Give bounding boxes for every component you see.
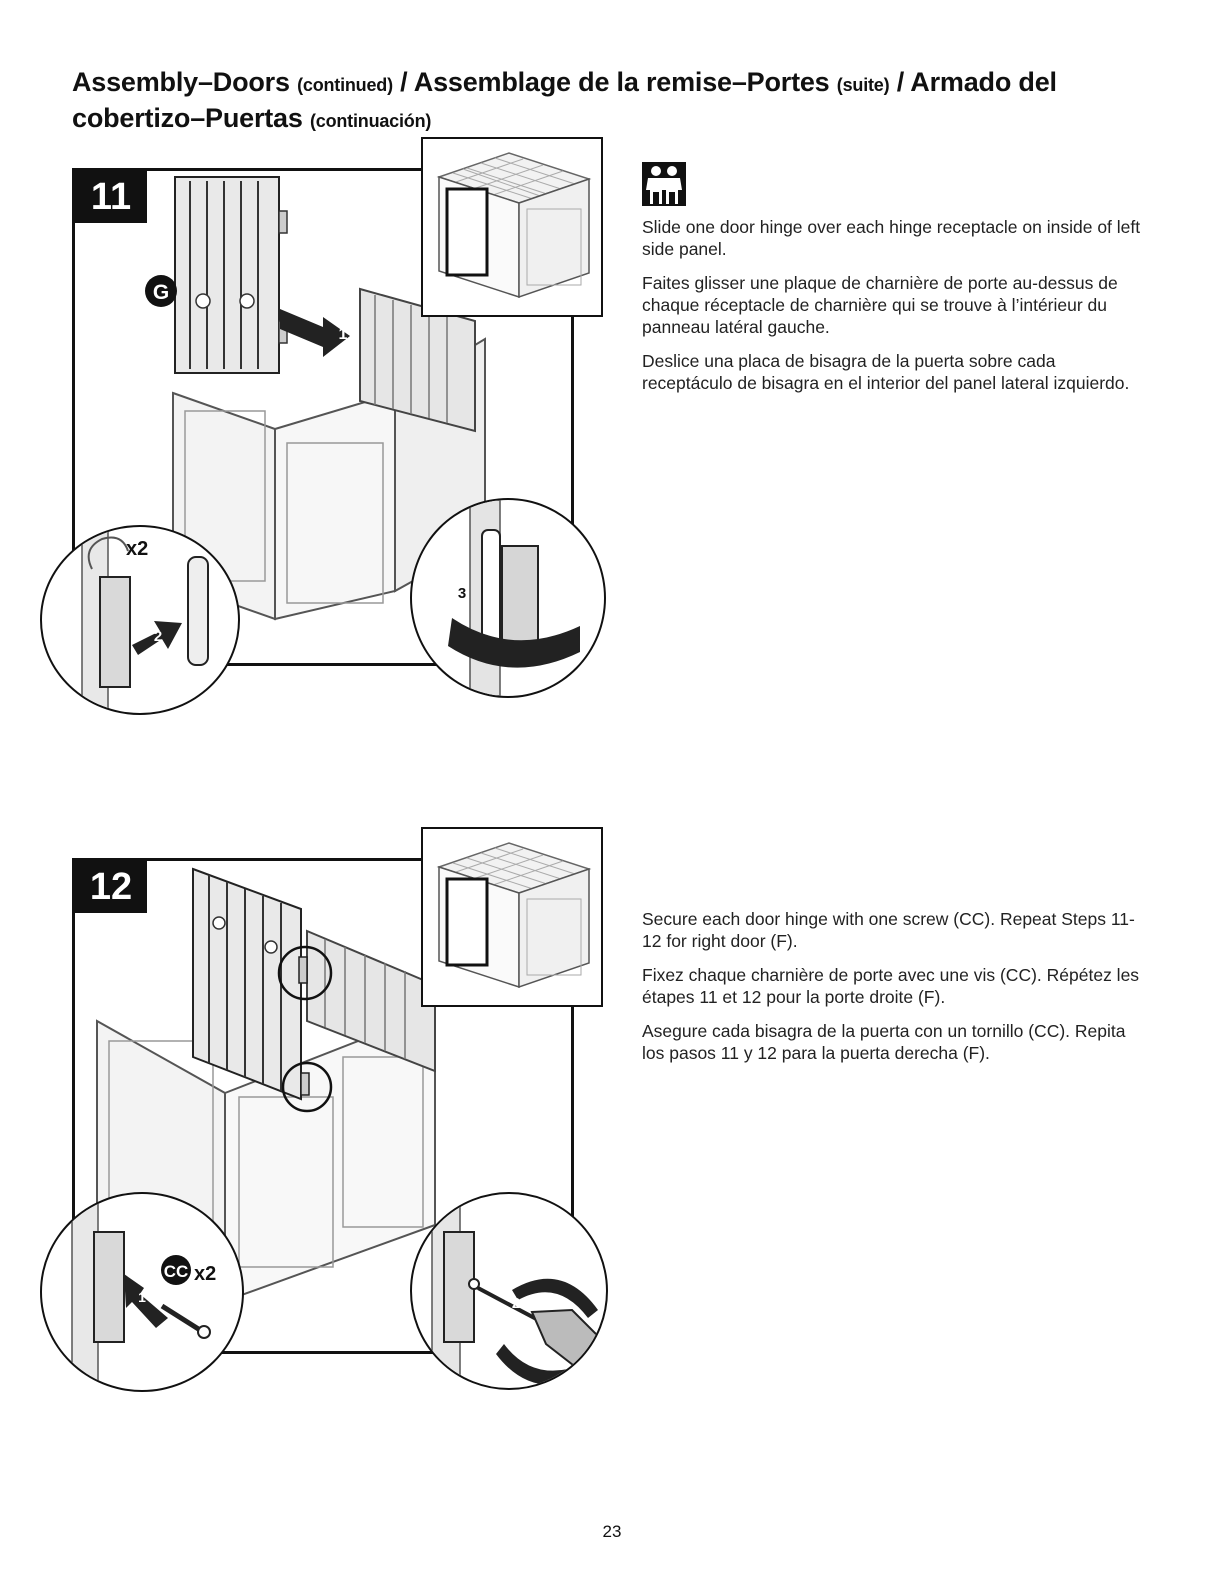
step-12-overview-inset	[421, 827, 603, 1007]
arrow-1-label: 1	[339, 326, 348, 343]
door-panel-step12	[192, 867, 302, 1101]
step-11-instructions: Slide one door hinge over each hinge rec…	[642, 216, 1142, 406]
step-11-detail-left: 2 x2	[40, 525, 240, 715]
step-11-x2-label: x2	[126, 538, 148, 560]
step-12-x2-label: x2	[194, 1263, 216, 1285]
title-es-sub: (continuación)	[309, 111, 432, 131]
step-12-text-es: Asegure cada bisagra de la puerta con un…	[642, 1021, 1126, 1063]
arrow-3-label: 3	[458, 585, 466, 602]
step-12-text-fr: Fixez chaque charnière de porte avec une…	[642, 965, 1140, 1007]
step-11-detail-right: 3	[410, 498, 606, 698]
two-person-icon	[642, 162, 686, 206]
step-12-text-en: Secure each door hinge with one screw (C…	[642, 909, 1135, 951]
step-11-text-fr: Faites glisser une plaque de charnière d…	[642, 273, 1118, 337]
step-11-overview-inset	[421, 137, 603, 317]
step-12-detail-right: 2	[410, 1192, 608, 1390]
step-11-text-en: Slide one door hinge over each hinge rec…	[642, 217, 1141, 259]
step-12-arrow-1-label: 1	[138, 1289, 146, 1305]
step-11-badge: 11	[75, 171, 147, 223]
step-12-detail-left: 1 CC x2	[40, 1192, 244, 1392]
page-number: 23	[602, 1522, 622, 1541]
arrow-2-label: 2	[154, 628, 162, 645]
part-cc-label: CC	[164, 1262, 189, 1281]
part-g-marker	[145, 275, 177, 307]
title-fr-sub: (suite)	[836, 75, 890, 95]
page-title: Assembly–Doors (continued) / Assemblage …	[72, 66, 1162, 138]
title-en: Assembly–Doors	[72, 67, 298, 97]
title-fr: / Assemblage de la remise–Portes	[392, 67, 837, 97]
part-cc-marker	[161, 1255, 191, 1285]
step-12-arrow-2-label: 2	[512, 1295, 520, 1312]
step-12-instructions: Secure each door hinge with one screw (C…	[642, 908, 1142, 1076]
door-panel-g	[174, 176, 288, 374]
title-en-sub: (continued)	[297, 75, 393, 95]
step-12-badge: 12	[75, 861, 147, 913]
part-g-label: G	[153, 281, 169, 304]
step-11-text-es: Deslice una placa de bisagra de la puert…	[642, 351, 1130, 393]
title-es: / Armado del cobertizo–Puertas	[72, 67, 1057, 133]
